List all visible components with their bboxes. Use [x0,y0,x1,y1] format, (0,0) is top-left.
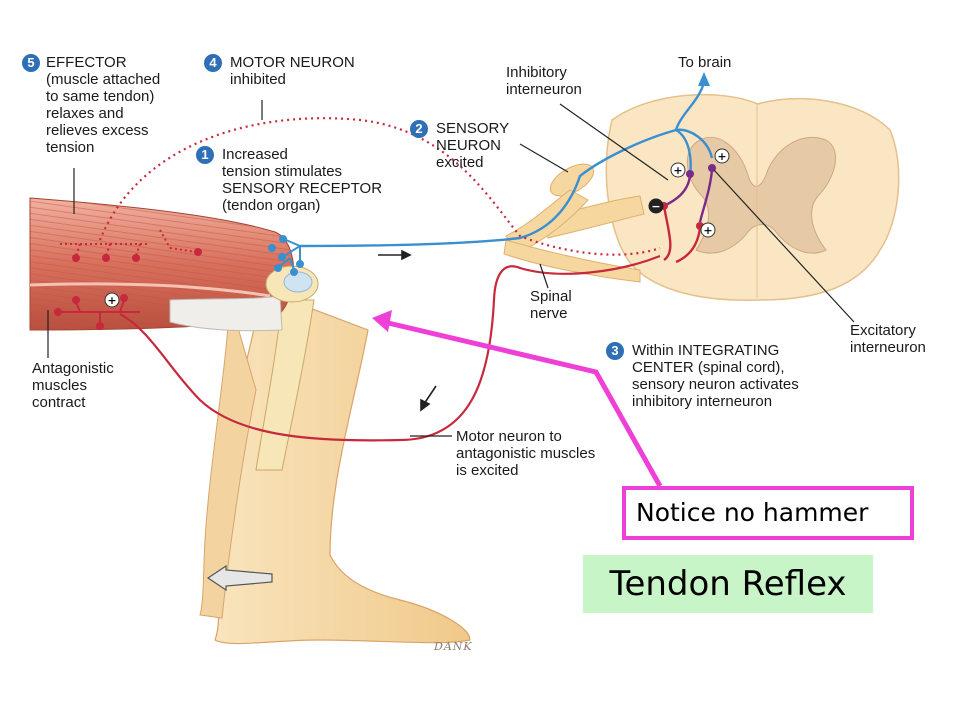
step-5-badge: 5 [22,54,40,72]
callout-arrow [372,310,663,488]
antagonistic-muscle-terminals [54,294,140,330]
spinal-nerve-label: Spinal nerve [530,288,572,322]
step-4-motor-neuron-label: MOTOR NEURON inhibited [230,54,355,88]
step-1-receptor-label: Increased tension stimulates SENSORY REC… [222,146,383,214]
tendon [169,295,283,332]
flow-arrows [378,249,437,412]
step-5-effector-label: EFFECTOR (muscle attached to same tendon… [46,54,161,156]
step-3-integrating-center-label: Within INTEGRATING CENTER (spinal cord),… [632,342,799,410]
sensory-neuron [299,81,714,248]
antagonistic-muscles-label: Antagonistic muscles contract [32,360,114,411]
to-brain-label: To brain [678,54,732,71]
notice-callout-box: Notice no hammer [622,486,914,540]
excitatory-interneuron-label: Excitatory interneuron [850,322,926,356]
back-leg [199,299,257,619]
svg-text:+: + [673,164,682,177]
svg-text:−: − [651,200,660,213]
tendon-organ [268,235,304,276]
svg-text:+: + [107,294,116,307]
motor-neuron-antagonistic-label: Motor neuron to antagonistic muscles is … [456,428,596,479]
step-3-badge: 3 [606,342,624,360]
step-1-badge: 1 [196,146,214,164]
synapse-markers: + + − + + [104,148,730,308]
step-2-badge: 2 [410,120,428,138]
movement-arrow [206,564,273,592]
inhibitory-interneuron-label: Inhibitory interneuron [506,64,582,98]
svg-text:+: + [703,224,712,237]
step-2-sensory-neuron-label: SENSORY NEURON excited [436,120,510,171]
inhibited-motor-neuron [98,117,661,256]
artist-signature: DANK [434,640,473,653]
antagonistic-motor-neuron [119,254,661,442]
svg-text:+: + [717,150,726,163]
slide-title: Tendon Reflex [583,555,873,613]
tibia-bone [255,299,315,471]
step-4-badge: 4 [204,54,222,72]
leader-lines [47,100,855,437]
lower-leg [214,289,471,645]
effector-muscle-terminals [60,229,202,262]
